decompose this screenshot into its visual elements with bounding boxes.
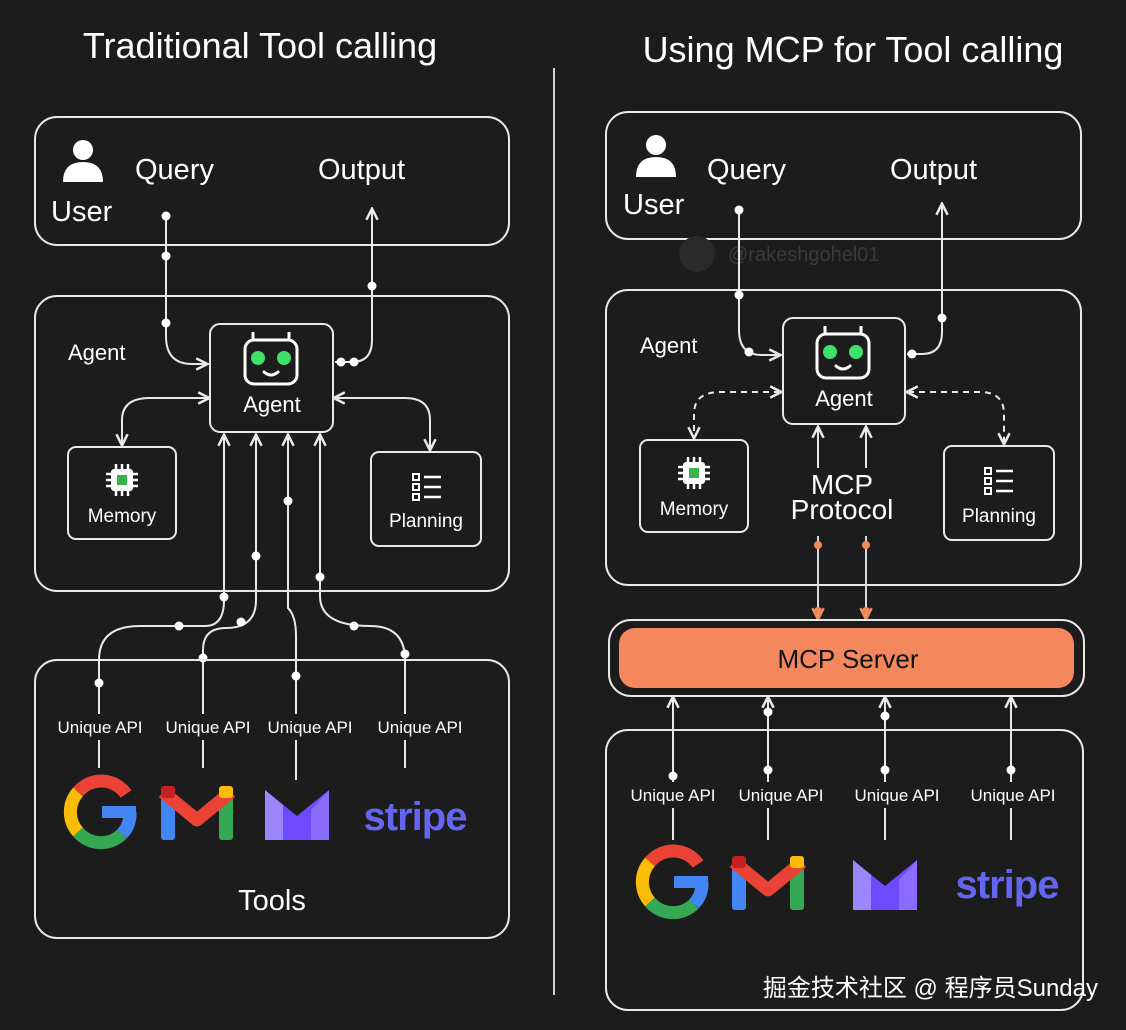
- left-user-label: User: [51, 196, 113, 228]
- right-planning-box: [943, 445, 1055, 541]
- list-icon: [411, 472, 443, 502]
- left-user-box: [34, 116, 510, 246]
- left-tools-label: Tools: [238, 885, 306, 917]
- left-planning-label: Planning: [389, 511, 463, 532]
- left-api-label-4: Unique API: [377, 718, 462, 737]
- left-agent-node: [209, 323, 334, 433]
- left-tool-line-2: [202, 436, 256, 768]
- left-planning-box: [370, 451, 482, 547]
- left-agent-node-label: Agent: [243, 392, 301, 417]
- right-agent-section-label: Agent: [640, 333, 698, 358]
- left-api-label-3: Unique API: [267, 718, 352, 737]
- right-panel: User Query Output @rakeshgohel01 Agent A…: [605, 111, 1098, 1011]
- mcp-server-label: MCP Server: [777, 644, 918, 674]
- left-query-arrow: [165, 216, 206, 364]
- left-memory-arrow: [122, 398, 208, 444]
- mcp-server-box: [619, 628, 1074, 688]
- gmail-logo: [732, 856, 804, 910]
- proton-logo: [853, 860, 917, 910]
- left-title: Traditional Tool calling: [83, 25, 437, 66]
- right-memory-box: [639, 439, 749, 533]
- user-icon: [636, 135, 676, 177]
- left-query-label: Query: [135, 154, 214, 186]
- chip-icon: [676, 455, 712, 491]
- right-output-arrow: [907, 205, 942, 355]
- list-icon: [983, 466, 1015, 496]
- left-tool-line-4: [320, 436, 406, 768]
- left-panel: User Query Output Agent Agent Memory Pla…: [34, 116, 510, 939]
- left-planning-arrow: [335, 398, 430, 449]
- right-memory-label: Memory: [660, 499, 729, 520]
- right-user-box: [605, 111, 1082, 240]
- mcp-protocol-line1: MCP: [811, 469, 873, 500]
- left-tools-box: [34, 659, 510, 939]
- right-planning-label: Planning: [962, 506, 1036, 527]
- footer-watermark: 掘金技术社区 @ 程序员Sunday: [763, 975, 1098, 1002]
- right-api-label-4: Unique API: [970, 786, 1055, 805]
- google-logo: [70, 781, 136, 843]
- left-tool-line-3: [288, 436, 297, 780]
- right-api-label-3: Unique API: [854, 786, 939, 805]
- proton-logo: [265, 790, 329, 840]
- user-icon: [63, 140, 103, 182]
- left-agent-section-label: Agent: [68, 340, 126, 365]
- left-api-label-1: Unique API: [57, 718, 142, 737]
- left-api-label-2: Unique API: [165, 718, 250, 737]
- right-agent-node-label: Agent: [815, 386, 873, 411]
- right-agent-section: [605, 289, 1082, 586]
- mcp-protocol-line2: Protocol: [791, 494, 894, 525]
- left-tool-line-1: [98, 436, 224, 768]
- left-output-label: Output: [318, 154, 405, 186]
- chip-icon: [104, 462, 140, 498]
- left-memory-box: [67, 446, 177, 540]
- right-agent-node: [782, 317, 906, 425]
- right-api-label-1: Unique API: [630, 786, 715, 805]
- right-output-label: Output: [890, 154, 977, 186]
- right-api-label-2: Unique API: [738, 786, 823, 805]
- robot-icon: [243, 330, 299, 386]
- right-title: Using MCP for Tool calling: [643, 29, 1064, 70]
- gmail-logo: [161, 786, 233, 840]
- right-memory-arrow: [694, 392, 780, 437]
- watermark-text: @rakeshgohel01: [728, 244, 880, 266]
- mcp-server-outer: [608, 619, 1085, 697]
- google-logo: [642, 851, 708, 913]
- left-output-arrow: [335, 210, 372, 363]
- right-tools-box: [605, 729, 1084, 1011]
- robot-icon: [815, 324, 871, 380]
- stripe-logo: stripe: [956, 863, 1059, 907]
- left-memory-label: Memory: [88, 506, 157, 527]
- stripe-logo: stripe: [364, 795, 467, 839]
- right-user-label: User: [623, 189, 685, 221]
- right-planning-arrow: [908, 392, 1004, 443]
- right-query-arrow: [738, 210, 779, 355]
- watermark-avatar: [679, 236, 715, 272]
- right-query-label: Query: [707, 154, 786, 186]
- left-agent-section: [34, 295, 510, 592]
